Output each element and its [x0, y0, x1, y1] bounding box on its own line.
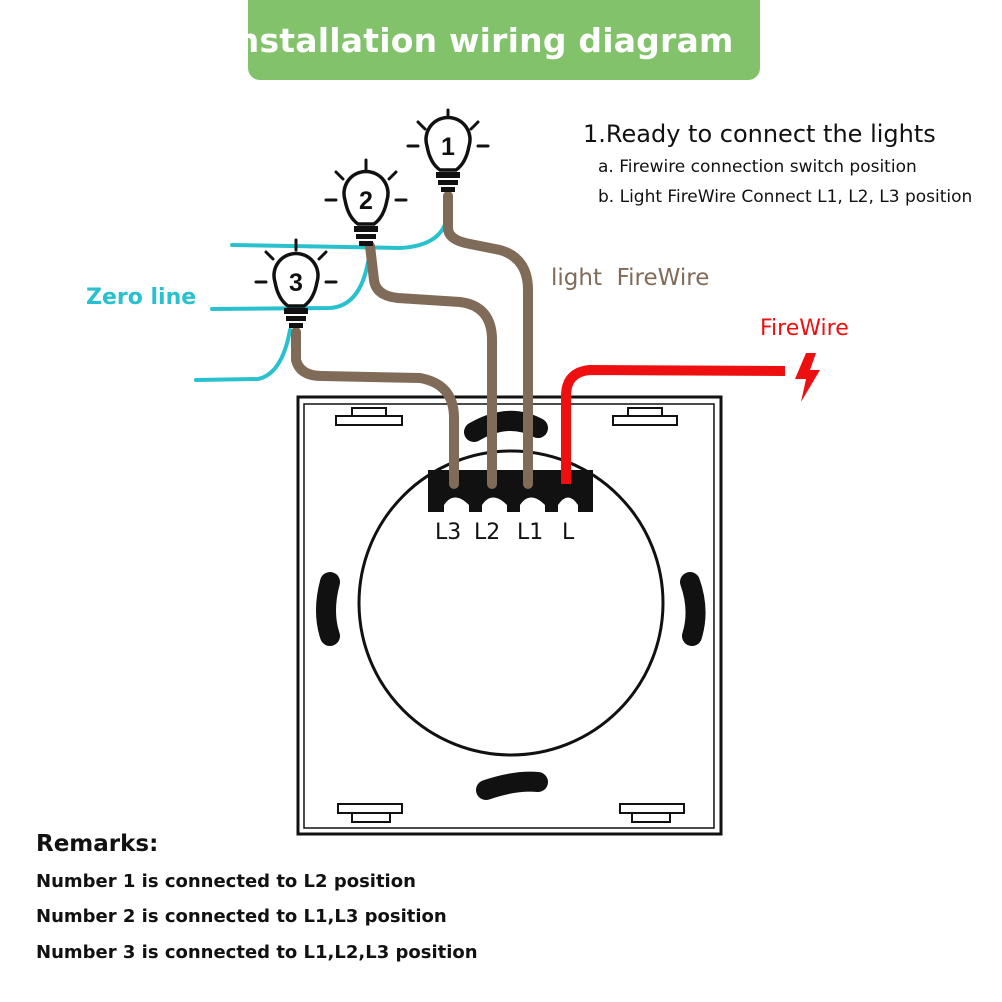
clip-top-left	[335, 407, 403, 426]
bulb-number-1: 1	[441, 133, 455, 161]
remark-item-3: Number 3 is connected to L1,L2,L3 positi…	[36, 942, 478, 963]
banner-number: 1	[761, 20, 785, 60]
bulb-number-2: 2	[359, 187, 373, 215]
terminal-label-l1: L1	[517, 520, 544, 545]
zero-wire-bulb-3	[194, 328, 292, 382]
remark-item-1: Number 1 is connected to L2 position	[36, 871, 416, 892]
bulb-icon-3	[254, 238, 338, 328]
switch-plate	[296, 395, 723, 836]
light-wire-bulb-3	[291, 327, 459, 489]
switch-module-circle	[357, 449, 665, 757]
step-a: a. Firewire connection switch position	[598, 157, 917, 177]
zero-line-label: Zero line	[86, 285, 197, 310]
title-banner: Installation wiring diagram 1	[223, 0, 785, 80]
screw-slot-left	[316, 572, 340, 646]
bulb-icon-1	[406, 108, 490, 192]
light-wire-bulb-2	[365, 241, 497, 489]
firewire-label: FireWire	[760, 316, 849, 341]
terminal-label-l: L	[562, 520, 575, 545]
bulb-icon-2	[324, 158, 408, 246]
remarks-title: Remarks:	[36, 831, 159, 857]
light-wire-bulb-1	[443, 191, 533, 489]
lightning-bolt-icon	[795, 353, 820, 402]
terminal-label-l3: L3	[435, 520, 462, 545]
terminal-label-l2: L2	[474, 520, 501, 545]
banner-title: Installation wiring diagram	[223, 20, 734, 60]
switch-inner-frame	[303, 403, 715, 829]
remark-item-2: Number 2 is connected to L1,L3 position	[36, 906, 447, 927]
light-firewire-label: light FireWire	[551, 265, 710, 291]
screw-slot-right	[680, 572, 706, 646]
bulb-number-3: 3	[289, 269, 303, 297]
screw-slot-bottom	[476, 771, 548, 800]
live-firewire-wire	[561, 365, 786, 484]
light-firewire-wires	[291, 191, 533, 489]
clip-bottom-left	[337, 803, 403, 823]
clip-top-right	[612, 407, 678, 426]
zero-wire-bulb-2	[210, 260, 370, 311]
terminal-block	[428, 470, 593, 512]
step-b: b. Light FireWire Connect L1, L2, L3 pos…	[598, 187, 973, 207]
step-title: 1.Ready to connect the lights	[583, 120, 936, 148]
zero-wire-bulb-1	[230, 220, 448, 251]
clip-bottom-right	[619, 803, 685, 823]
